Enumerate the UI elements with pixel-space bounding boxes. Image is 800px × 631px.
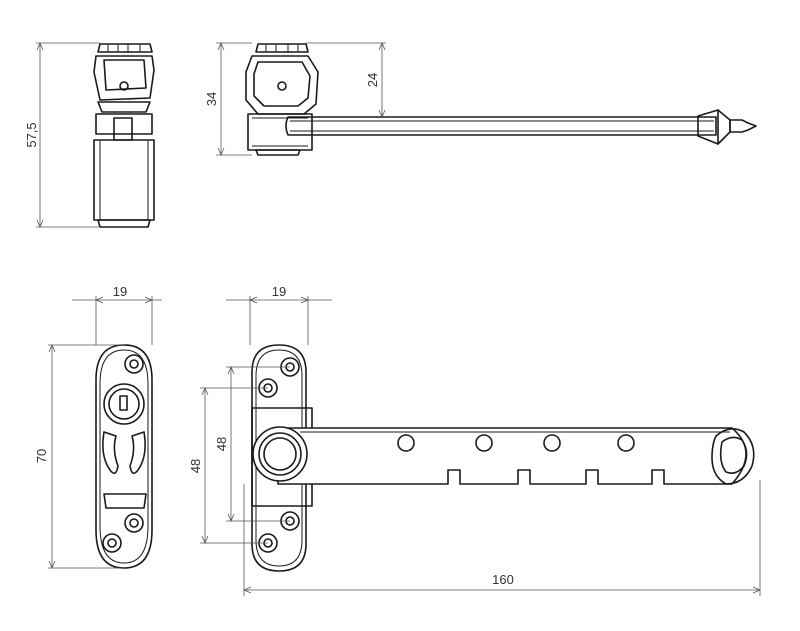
side-view: 57,5 (24, 41, 155, 229)
plan-view: 19 48 48 160 (188, 284, 762, 596)
dim-hole-inner: 48 (214, 437, 229, 451)
dim-keep-height: 70 (34, 449, 49, 463)
keep-view: 19 70 (34, 284, 162, 570)
arm-view: 34 24 (204, 41, 757, 157)
dim-side-height: 57,5 (24, 122, 39, 147)
dim-keep-width: 19 (113, 284, 127, 299)
dim-total-length: 160 (492, 572, 514, 587)
dim-front-height: 34 (204, 92, 219, 106)
dim-hole-outer: 48 (188, 459, 203, 473)
dim-arm-height: 24 (365, 73, 380, 87)
dim-body-width: 19 (272, 284, 286, 299)
